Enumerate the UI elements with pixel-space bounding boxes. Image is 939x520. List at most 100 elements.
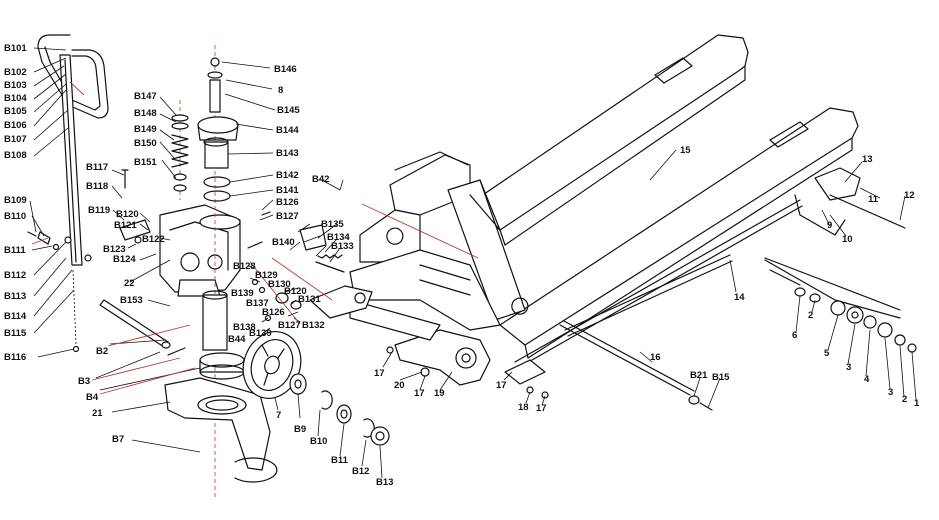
label-B133: B133 — [331, 241, 354, 252]
label-17-a: 17 — [374, 368, 385, 379]
label-B139-b: B139 — [249, 328, 272, 339]
label-8: 8 — [278, 85, 283, 96]
label-B122: B122 — [142, 234, 165, 245]
fork-frame — [349, 34, 859, 369]
label-B11: B11 — [331, 455, 349, 466]
label-2-b: 2 — [902, 394, 907, 405]
label-B127-a: B127 — [276, 211, 299, 222]
label-B3: B3 — [78, 376, 90, 387]
label-B113: B113 — [4, 291, 26, 302]
label-B146: B146 — [274, 64, 297, 75]
label-B2: B2 — [96, 346, 108, 357]
label-B150: B150 — [134, 138, 157, 149]
label-B13: B13 — [376, 477, 393, 488]
label-5: 5 — [824, 348, 830, 359]
label-B9: B9 — [294, 424, 306, 435]
label-21: 21 — [92, 408, 103, 419]
label-B118: B118 — [86, 181, 108, 192]
label-B134: B134 — [327, 232, 350, 243]
handle-assembly — [27, 34, 109, 353]
label-9: 9 — [827, 220, 832, 231]
label-B120-b: B120 — [284, 286, 307, 297]
tie-rod — [559, 320, 713, 411]
label-17-d: 17 — [536, 403, 547, 414]
label-B106: B106 — [4, 120, 27, 131]
label-B140: B140 — [272, 237, 295, 248]
label-B44: B44 — [228, 334, 246, 345]
label-17-c: 17 — [496, 380, 507, 391]
front-link-assembly — [349, 299, 549, 399]
label-B112: B112 — [4, 270, 26, 281]
label-B114: B114 — [4, 311, 27, 322]
label-B10: B10 — [310, 436, 327, 447]
label-B4: B4 — [86, 392, 99, 403]
leader-lines — [29, 47, 917, 479]
label-B101: B101 — [4, 43, 27, 54]
label-B149: B149 — [134, 124, 157, 135]
label-3-a: 3 — [846, 362, 851, 373]
label-B42: B42 — [312, 174, 329, 185]
label-B131: B131 — [298, 294, 321, 305]
label-B153: B153 — [120, 295, 143, 306]
label-B132: B132 — [302, 320, 325, 331]
label-10: 10 — [842, 234, 853, 245]
label-B103: B103 — [4, 80, 27, 91]
label-15: 15 — [680, 145, 691, 156]
label-11: 11 — [868, 194, 879, 205]
red-leader-lines — [31, 81, 479, 395]
label-B115: B115 — [4, 328, 27, 339]
label-B126-b: B126 — [262, 307, 285, 318]
label-B109: B109 — [4, 195, 27, 206]
label-B138: B138 — [233, 322, 256, 333]
label-B130: B130 — [268, 279, 291, 290]
label-B137: B137 — [246, 298, 269, 309]
label-16: 16 — [650, 352, 661, 363]
label-6: 6 — [792, 330, 797, 341]
label-B15: B15 — [712, 372, 730, 383]
label-B143: B143 — [276, 148, 299, 159]
label-B119: B119 — [88, 205, 110, 216]
label-B123: B123 — [103, 244, 126, 255]
steer-wheel — [242, 331, 390, 446]
label-17-b: 17 — [414, 388, 425, 399]
label-4: 4 — [864, 374, 870, 385]
label-B21: B21 — [690, 370, 708, 381]
label-1: 1 — [914, 398, 920, 409]
label-B126-a: B126 — [276, 197, 299, 208]
label-B121: B121 — [114, 220, 137, 231]
label-B151: B151 — [134, 157, 157, 168]
label-B139-a: B139 — [231, 288, 254, 299]
label-B120-a: B120 — [116, 209, 139, 220]
label-20: 20 — [394, 380, 405, 391]
label-B148: B148 — [134, 108, 157, 119]
label-12: 12 — [904, 190, 915, 201]
label-18: 18 — [518, 402, 529, 413]
label-B107: B107 — [4, 134, 27, 145]
label-B104: B104 — [4, 93, 27, 104]
label-B12: B12 — [352, 466, 369, 477]
label-B110: B110 — [4, 211, 26, 222]
label-B129: B129 — [255, 270, 278, 281]
label-7: 7 — [276, 410, 281, 421]
label-B141: B141 — [276, 185, 299, 196]
piston-stack — [197, 45, 239, 500]
label-B117: B117 — [86, 162, 108, 173]
valve-parts — [247, 211, 373, 322]
part-labels: B101 B102 B103 B104 B105 B106 B107 B108 … — [4, 43, 920, 488]
label-B145: B145 — [277, 105, 300, 116]
label-3-b: 3 — [888, 387, 893, 398]
label-B111: B111 — [4, 245, 26, 256]
spring-stack — [171, 100, 189, 200]
label-22: 22 — [124, 278, 135, 289]
label-B105: B105 — [4, 106, 27, 117]
label-14: 14 — [734, 292, 745, 303]
label-B147: B147 — [134, 91, 157, 102]
label-B144: B144 — [276, 125, 299, 136]
label-B116: B116 — [4, 352, 26, 363]
label-B128: B128 — [233, 261, 256, 272]
label-13: 13 — [862, 154, 873, 165]
load-roller-assembly — [764, 167, 917, 353]
label-B108: B108 — [4, 150, 27, 161]
label-2-a: 2 — [808, 310, 813, 321]
